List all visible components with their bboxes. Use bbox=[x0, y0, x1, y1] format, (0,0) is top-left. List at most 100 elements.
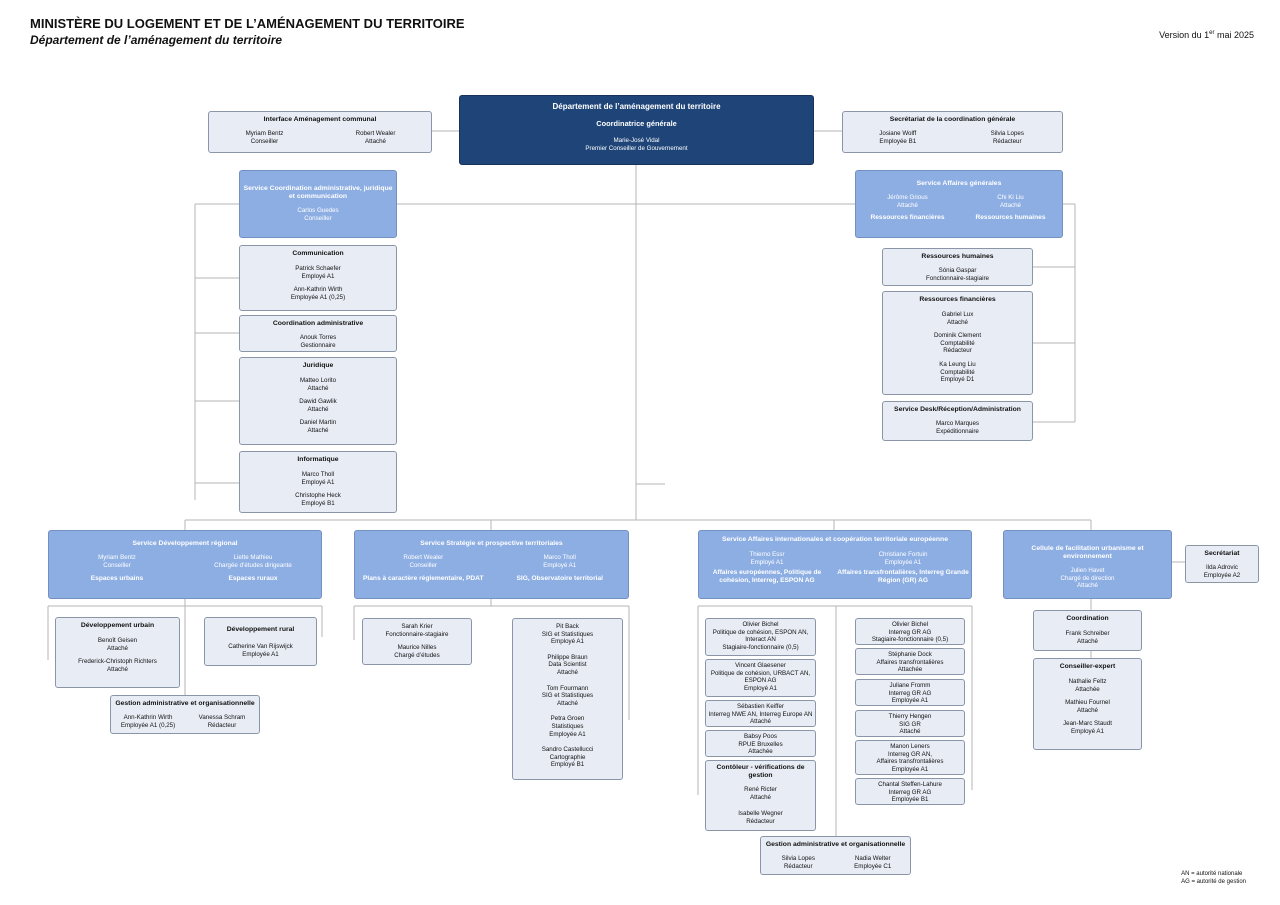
person-name: Vanessa Schram bbox=[198, 714, 246, 721]
person-role: Employée A1 bbox=[549, 730, 586, 738]
person-role: Gestionnaire bbox=[300, 341, 336, 349]
person-name: Manon Leners bbox=[890, 743, 930, 750]
gao-sdr-box: Gestion administrative et organisationne… bbox=[110, 695, 260, 734]
interface-title: Interface Aménagement communal bbox=[263, 116, 377, 123]
secretariat-cellule-title: Secrétariat bbox=[1204, 550, 1240, 557]
person-name: Dominik Clement bbox=[933, 332, 982, 340]
person-role: Conseiller bbox=[103, 561, 131, 569]
person-role: Politique de cohésion, ESPON AN, bbox=[712, 628, 809, 636]
person-role: Rédacteur bbox=[207, 721, 237, 729]
person-role: Attaché bbox=[899, 728, 921, 736]
person-role: Employé A1 bbox=[550, 638, 585, 646]
secretariat-coordination-title: Secrétariat de la coordination générale bbox=[889, 116, 1016, 123]
person-name: Christiane Fortuin bbox=[878, 551, 928, 558]
sag-box: Service Affaires générales Jérôme Grious… bbox=[855, 170, 1063, 238]
version-suffix: mai 2025 bbox=[1214, 30, 1254, 40]
person-name: Thierry Hengen bbox=[888, 713, 932, 720]
department-subtitle: Coordinatrice générale bbox=[596, 119, 677, 128]
person-role: Rédacteur bbox=[746, 817, 775, 825]
person-role: Premier Conseiller de Gouvernement bbox=[585, 144, 688, 152]
person-role: Employé A1 bbox=[543, 561, 577, 569]
person-role: Comptabilité bbox=[940, 368, 975, 376]
person-role: Interreg GR AN, bbox=[887, 750, 933, 758]
page-title: MINISTÈRE DU LOGEMENT ET DE L’AMÉNAGEMEN… bbox=[30, 16, 465, 31]
person-role: Attachée bbox=[897, 666, 923, 674]
person-name: Philippe Braun bbox=[547, 653, 588, 661]
person-role: Rédacteur bbox=[943, 347, 972, 355]
page-subtitle: Département de l’aménagement du territoi… bbox=[30, 33, 283, 47]
person-name: Silvia Lopes bbox=[990, 130, 1024, 137]
person-role: Employé B1 bbox=[301, 499, 335, 507]
saict-sub-at: Affaires transfrontalières, Interreg Gra… bbox=[837, 569, 969, 585]
sag-title: Service Affaires générales bbox=[916, 180, 1002, 187]
person-name: Carlos Guedes bbox=[297, 207, 339, 214]
person-name: René Ricter bbox=[744, 786, 777, 793]
person-name: Pit Back bbox=[556, 623, 579, 630]
developpement-rural-box: Développement rural Catherine Van Rijswi… bbox=[204, 617, 317, 666]
person-name: Myriam Bentz bbox=[98, 554, 136, 561]
person-name: Ka Leung Liu bbox=[939, 360, 976, 368]
saict-box: Service Affaires internationales et coop… bbox=[698, 530, 972, 599]
person-name: Jérôme Grious bbox=[887, 194, 928, 201]
person-name: Mathieu Fournel bbox=[1065, 699, 1110, 707]
legend: AN = autorité nationale AG = autorité de… bbox=[1181, 870, 1246, 886]
person-name: Tom Fourmann bbox=[546, 684, 589, 692]
person-name: Chi Ki Liu bbox=[997, 194, 1024, 201]
person-role: Affaires transfrontalières bbox=[876, 658, 944, 666]
sdr-box: Service Développement régional Myriam Be… bbox=[48, 530, 322, 599]
person-name: Sónia Gaspar bbox=[938, 267, 977, 274]
person-role: Employée A1 bbox=[891, 765, 929, 773]
person-role: SIG et Statistiques bbox=[541, 630, 594, 638]
department-title: Département de l’aménagement du territoi… bbox=[552, 102, 721, 111]
person-role: Attaché bbox=[307, 426, 329, 434]
person-name: Silvia Lopes bbox=[781, 855, 815, 862]
person-name: Nadia Welter bbox=[854, 855, 891, 862]
person-name: Matteo Lorito bbox=[299, 377, 337, 384]
person-role: Employée A2 bbox=[1203, 571, 1241, 579]
gao-saict-title: Gestion administrative et organisationne… bbox=[765, 841, 906, 848]
person-role: Comptabilité bbox=[940, 339, 975, 347]
version-label: Version du 1er mai 2025 bbox=[1159, 30, 1254, 40]
person-name: Vincent Glaesener bbox=[735, 662, 786, 669]
person-name: Julien Havet bbox=[1070, 567, 1105, 574]
person-name: Ann-Kathrin Wirth bbox=[293, 286, 343, 294]
person-role: Stagiaire-fonctionnaire (0,5) bbox=[871, 636, 949, 644]
secretariat-coordination-box: Secrétariat de la coordination générale … bbox=[842, 111, 1063, 153]
person-name: Christophe Heck bbox=[295, 492, 341, 500]
person-role: SIG et Statistiques bbox=[541, 692, 594, 700]
ressources-financieres-title: Ressources financières bbox=[919, 296, 996, 303]
person-role: Interreg GR AG bbox=[888, 689, 932, 697]
person-name: Sarah Krier bbox=[401, 623, 433, 630]
developpement-rural-title: Développement rural bbox=[226, 626, 295, 633]
sag-sub-rh: Ressources humaines bbox=[975, 214, 1046, 222]
service-desk-box: Service Desk/Réception/Administration Ma… bbox=[882, 401, 1033, 441]
person-role: Employé A1 bbox=[743, 684, 778, 692]
person-name: Jean-Marc Staudt bbox=[1063, 720, 1112, 728]
person-role: Conseiller bbox=[250, 137, 279, 145]
person-name: Juliane Fromm bbox=[889, 682, 931, 689]
person-role: Fonctionnaire-stagiaire bbox=[926, 274, 989, 282]
person-name: Marco Marques bbox=[936, 420, 979, 427]
person-role: Expéditionnaire bbox=[936, 427, 979, 435]
person-role: Cartographie bbox=[549, 753, 586, 761]
person-role: Employée A1 bbox=[242, 650, 279, 658]
person-role: Attaché bbox=[750, 793, 771, 801]
informatique-title: Informatique bbox=[297, 456, 339, 463]
saict-sub-ae: Affaires européennes, Politique de cohés… bbox=[712, 569, 822, 585]
ressources-humaines-title: Ressources humaines bbox=[921, 253, 994, 260]
version-sup: er bbox=[1209, 30, 1215, 36]
controleur-box: Contôleur - vérifications de gestion Ren… bbox=[705, 760, 816, 831]
person-role: Chargée d’études dirigeante bbox=[214, 561, 292, 569]
